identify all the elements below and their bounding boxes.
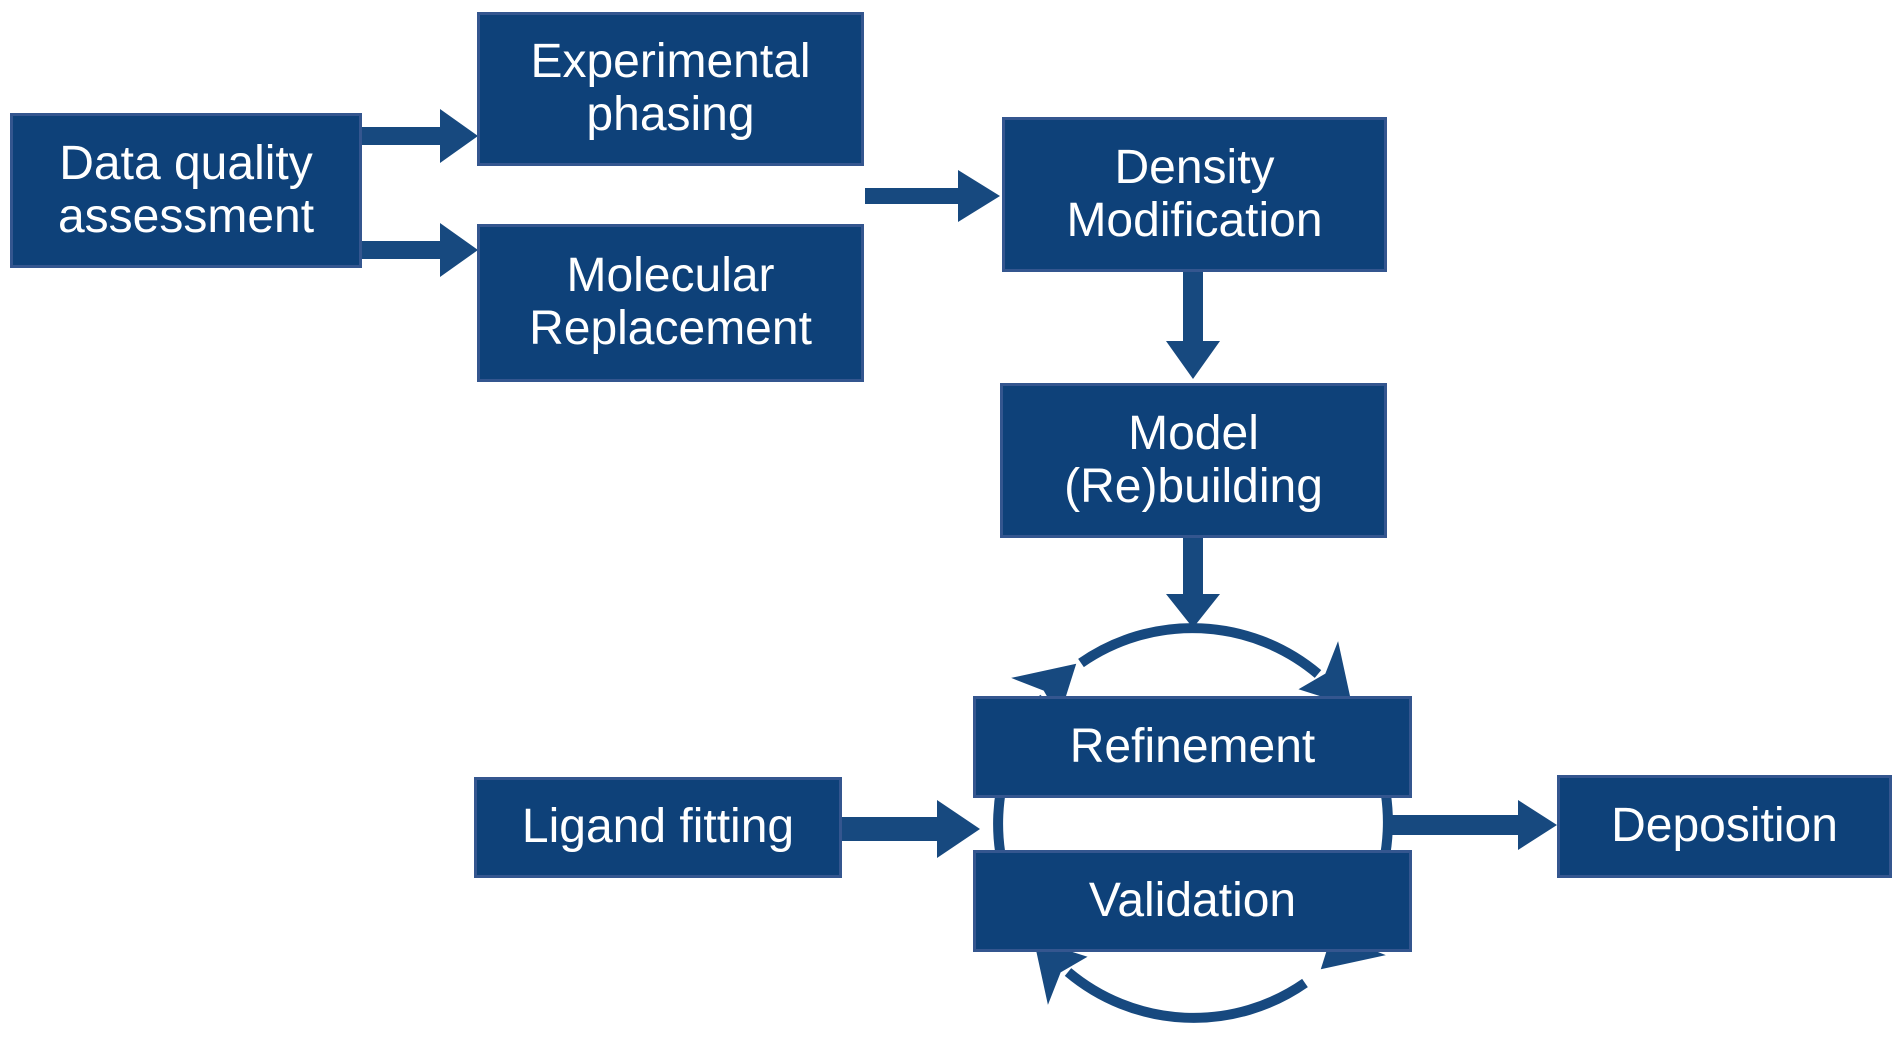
node-experimental-phasing: Experimental phasing	[477, 12, 864, 166]
node-molecular-replacement: Molecular Replacement	[477, 224, 864, 382]
cycle-arc-top-icon	[1078, 623, 1322, 678]
arrow-ligandfitting-to-cycle-icon	[842, 800, 980, 858]
node-refinement: Refinement	[973, 696, 1412, 798]
node-density-modification: Density Modification	[1002, 117, 1387, 272]
node-data-quality-assessment: Data quality assessment	[10, 113, 362, 268]
node-deposition: Deposition	[1557, 775, 1892, 878]
arrow-densitymodification-to-modelrebuilding-icon	[1166, 272, 1220, 379]
arrow-phasing-to-densitymodification-icon	[865, 170, 1000, 222]
arrow-modelrebuilding-to-cycle-icon	[1166, 538, 1220, 628]
node-ligand-fitting: Ligand fitting	[474, 777, 842, 878]
node-validation: Validation	[973, 850, 1412, 952]
arrow-dataquality-to-molecularreplacement-icon	[362, 223, 478, 277]
arrow-dataquality-to-experimentalphasing-icon	[362, 109, 478, 163]
arrow-cycle-to-deposition-icon	[1388, 800, 1557, 850]
node-model-rebuilding: Model (Re)building	[1000, 383, 1387, 538]
straight-arrows	[362, 109, 1557, 858]
cycle-arc-bottom-icon	[1064, 968, 1308, 1023]
